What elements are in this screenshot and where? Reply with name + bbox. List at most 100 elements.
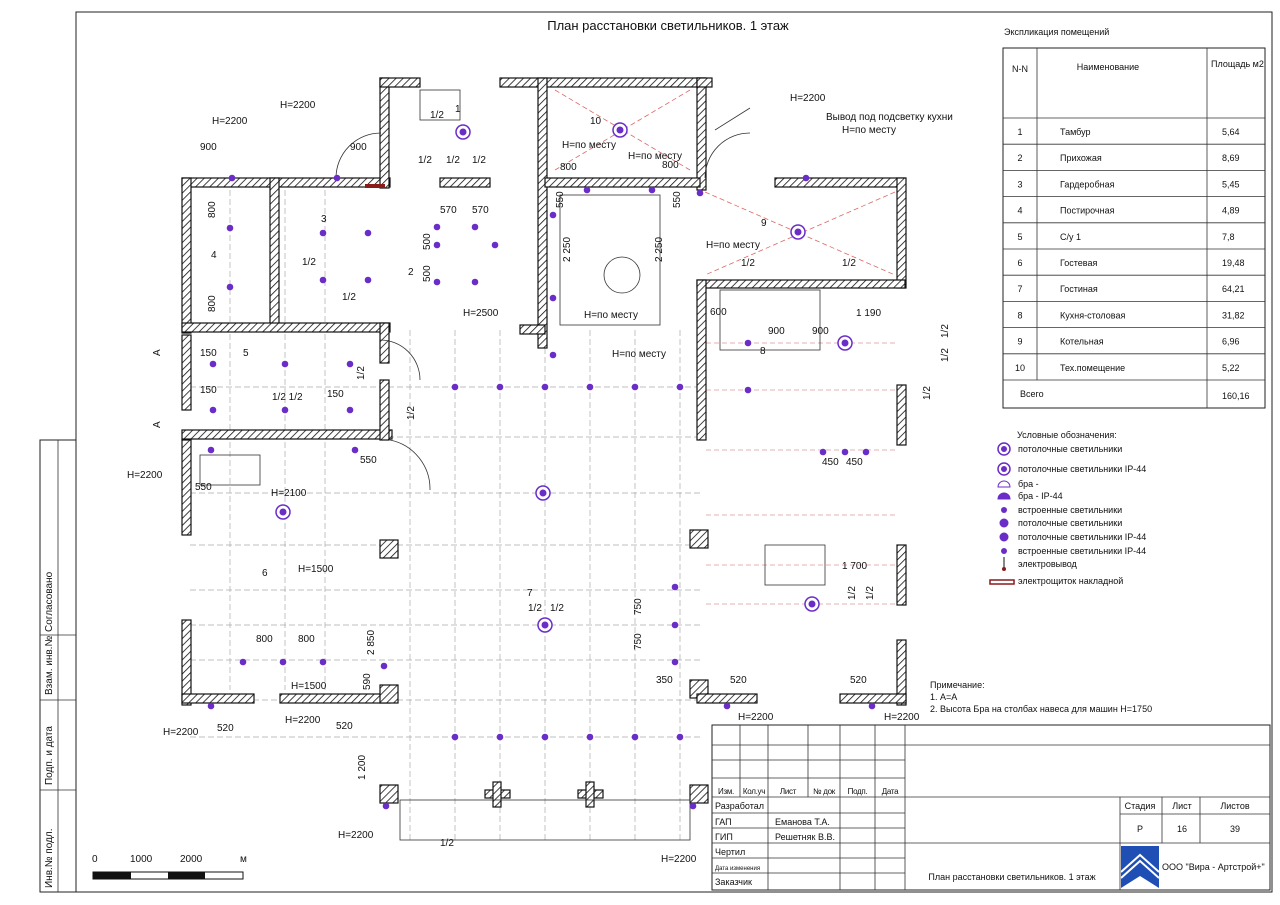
plan-annotation: 1/2	[528, 603, 542, 614]
recessed-light-icon	[541, 733, 549, 741]
room-area: 8,69	[1222, 153, 1240, 163]
recessed-light-icon	[471, 278, 479, 286]
header-num: N-N	[1012, 64, 1028, 74]
ceiling-light-icon	[535, 485, 551, 501]
legend-label: бра -	[1018, 479, 1039, 489]
explication-caption: Экспликация помещений	[1004, 27, 1109, 37]
room-area: 5,45	[1222, 179, 1240, 189]
ceiling-light-icon	[790, 224, 806, 240]
recessed-light-icon	[382, 802, 390, 810]
plan-annotation: 2 850	[366, 630, 377, 655]
recessed-light-icon	[433, 278, 441, 286]
plan-annotation: 3	[321, 214, 327, 225]
recessed-light-icon	[549, 211, 557, 219]
sheet-label: Лист	[1172, 801, 1192, 811]
room-number: 7	[1017, 284, 1022, 294]
legend-label: потолочные светильники	[1018, 444, 1122, 454]
ceiling-light-icon	[837, 335, 853, 351]
plan-annotation: Н=по месту	[584, 310, 638, 321]
recessed-light-icon	[586, 733, 594, 741]
plan-annotation: 1 190	[856, 308, 881, 319]
plan-annotation: 1/2	[741, 258, 755, 269]
plan-annotation: 1 200	[357, 755, 368, 780]
plan-annotation: 900	[812, 326, 829, 337]
plan-annotation: 350	[656, 675, 673, 686]
total-label: Всего	[1020, 389, 1044, 399]
column-header: Изм.	[718, 787, 734, 796]
plan-annotation: 550	[360, 455, 377, 466]
plan-annotation: Н=по месту	[842, 125, 896, 136]
plan-annotation: 1/2	[446, 155, 460, 166]
plan-annotation: 1/2	[472, 155, 486, 166]
recessed-light-icon	[433, 223, 441, 231]
plan-annotation: 1/2	[842, 258, 856, 269]
plan-annotation: 800	[560, 162, 577, 173]
plan-annotation: Н=по месту	[706, 240, 760, 251]
recessed-light-icon	[841, 448, 849, 456]
recessed-light-icon	[541, 383, 549, 391]
electric-outlet-icon	[1002, 557, 1006, 571]
role-name: Еманова Т.А.	[775, 817, 830, 827]
recessed-light-icon	[279, 658, 287, 666]
ceiling-light-small-icon	[999, 518, 1009, 528]
plan-annotation: 520	[730, 675, 747, 686]
recessed-light-icon	[451, 733, 459, 741]
sheets-value: 39	[1230, 824, 1240, 834]
plan-annotation: 750	[633, 633, 644, 650]
legend-label: электрощиток накладной	[1018, 576, 1123, 586]
plan-annotation: 450	[846, 457, 863, 468]
recessed-light-icon	[676, 733, 684, 741]
plan-annotation: 1/2	[302, 257, 316, 268]
plan-annotation: Н=2200	[661, 854, 697, 865]
recessed-light-icon	[689, 802, 697, 810]
room-name: Тех.помещение	[1060, 363, 1125, 373]
doors-and-furniture	[199, 89, 896, 841]
room-area: 19,48	[1222, 258, 1245, 268]
recessed-light-icon	[671, 658, 679, 666]
recessed-light-icon	[671, 621, 679, 629]
room-number: 4	[1017, 206, 1022, 216]
plan-annotation: 9	[761, 218, 767, 229]
recessed-light-icon	[281, 406, 289, 414]
plan-annotation: 4	[211, 250, 217, 261]
drawing-title: План расстановки светильников. 1 этаж	[547, 18, 789, 33]
plan-annotation: 2	[408, 267, 414, 278]
legend-label: встроенные светильники	[1018, 505, 1122, 515]
walls	[181, 77, 907, 808]
recessed-light-icon	[319, 276, 327, 284]
ceiling-light-icon	[997, 442, 1011, 456]
recessed-light-icon	[471, 223, 479, 231]
room-number: 2	[1017, 153, 1022, 163]
recessed-light-icon	[281, 360, 289, 368]
electric-panel-icon	[989, 579, 1015, 585]
room-name: Гостиная	[1060, 284, 1098, 294]
role-label: Разработал	[715, 801, 764, 811]
room-number: 9	[1017, 337, 1022, 347]
plan-annotation: 750	[633, 598, 644, 615]
plan-annotation: 150	[200, 348, 217, 359]
legend-label: потолочные светильники	[1018, 518, 1122, 528]
recessed-light-icon	[696, 189, 704, 197]
recessed-light-icon	[819, 448, 827, 456]
stamp-approved: Согласовано	[44, 571, 55, 632]
plan-annotation: 450	[822, 457, 839, 468]
recessed-light-icon	[868, 702, 876, 710]
recessed-light-icon	[549, 294, 557, 302]
column-header: Кол.уч	[743, 787, 765, 796]
recessed-light-ip44-icon	[1001, 548, 1007, 554]
company-name: ООО "Вира - Артстрой+"	[1162, 862, 1265, 872]
plan-annotation: 5	[243, 348, 249, 359]
recessed-light-icon	[364, 229, 372, 237]
stamp-inventory: Инв.№ подл.	[44, 828, 55, 888]
stage-value: Р	[1137, 824, 1143, 834]
recessed-light-icon	[346, 360, 354, 368]
room-name: Гардеробная	[1060, 179, 1115, 189]
recessed-light-icon	[671, 583, 679, 591]
ceiling-light-small-ip44-icon	[999, 532, 1009, 542]
recessed-light-icon	[744, 386, 752, 394]
plan-annotation: 570	[472, 205, 489, 216]
recessed-light-icon	[1001, 507, 1007, 513]
legend-label: бра - IP-44	[1018, 491, 1063, 501]
plan-annotation: 1	[455, 104, 461, 115]
